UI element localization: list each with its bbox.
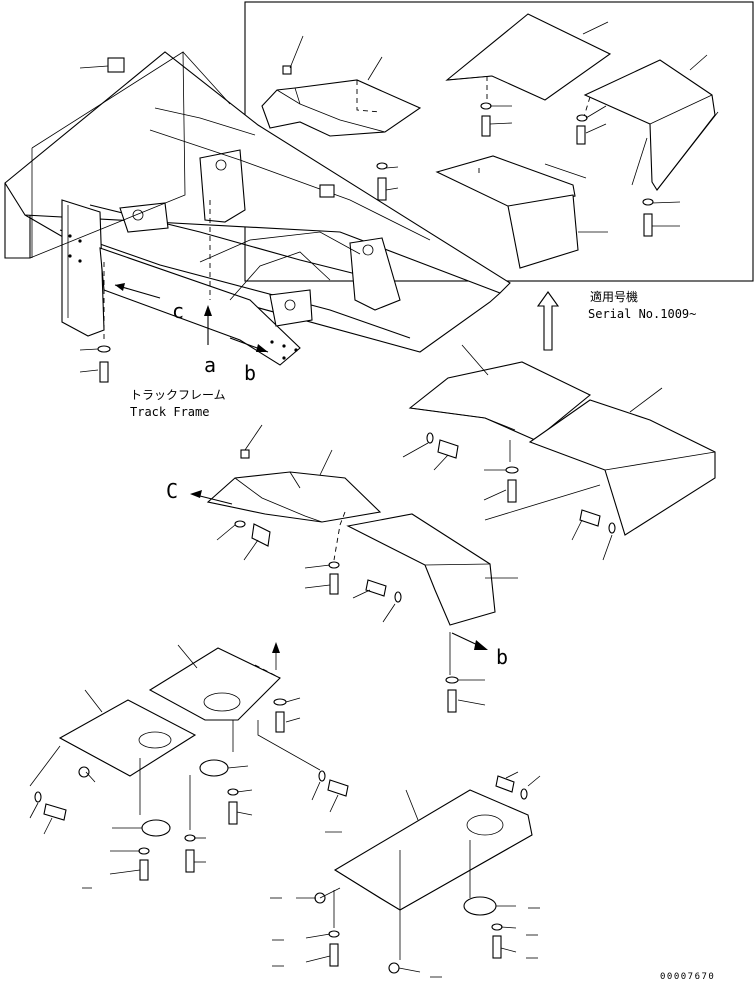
drawing-number: 00007670 [660,972,715,982]
frame-bolt [79,345,111,383]
inset-lower-cover [435,155,579,269]
lower-right-hardware [314,775,528,974]
lower-right-leaders [296,771,541,973]
lower-left-plate-2 [58,699,197,777]
mid-leader-lines [216,344,663,706]
svg-text:C: C [166,479,178,503]
inset-hardware [282,65,654,237]
inset-right-cover [582,59,719,191]
phantom-guard-outline [29,51,231,259]
top-clip [79,57,125,73]
svg-text:b: b [496,645,508,669]
inset-bracket-plate [261,79,422,137]
svg-text:c: c [172,299,184,323]
mid-right-cover [528,399,716,536]
lower-right-undercover [333,789,533,911]
track-frame-label-jp: トラックフレーム [130,388,226,402]
track-frame-label-en: Track Frame [130,405,209,419]
inset-upper-plate [445,13,612,101]
arrow-ref-b: b [229,337,269,385]
mid-top-plate [408,361,592,441]
inset-leader-lines [289,21,708,233]
lower-left-dashes [82,831,342,889]
mid-bracket-plate [206,471,382,523]
track-frame [4,51,511,366]
arrow-out-b: b [451,632,508,669]
arrow-ref-a: a [204,305,216,377]
up-arrow [536,291,560,351]
mid-dashed-lines [333,440,601,675]
lower-left-plate-1 [148,647,281,721]
lower-left-hardware [34,698,349,881]
mid-hardware [234,432,616,713]
lower-left-leaders [29,642,339,875]
arrow-ref-c: c [114,283,184,323]
lower-right-dashes [270,897,540,978]
serial-number-label: Serial No.1009~ [588,307,696,321]
svg-text:a: a [204,353,216,377]
applicable-serial-jp: 適用号機 [590,289,638,304]
mid-left-cover [346,513,496,626]
arrow-out-c: C [166,479,233,505]
svg-text:b: b [244,361,256,385]
